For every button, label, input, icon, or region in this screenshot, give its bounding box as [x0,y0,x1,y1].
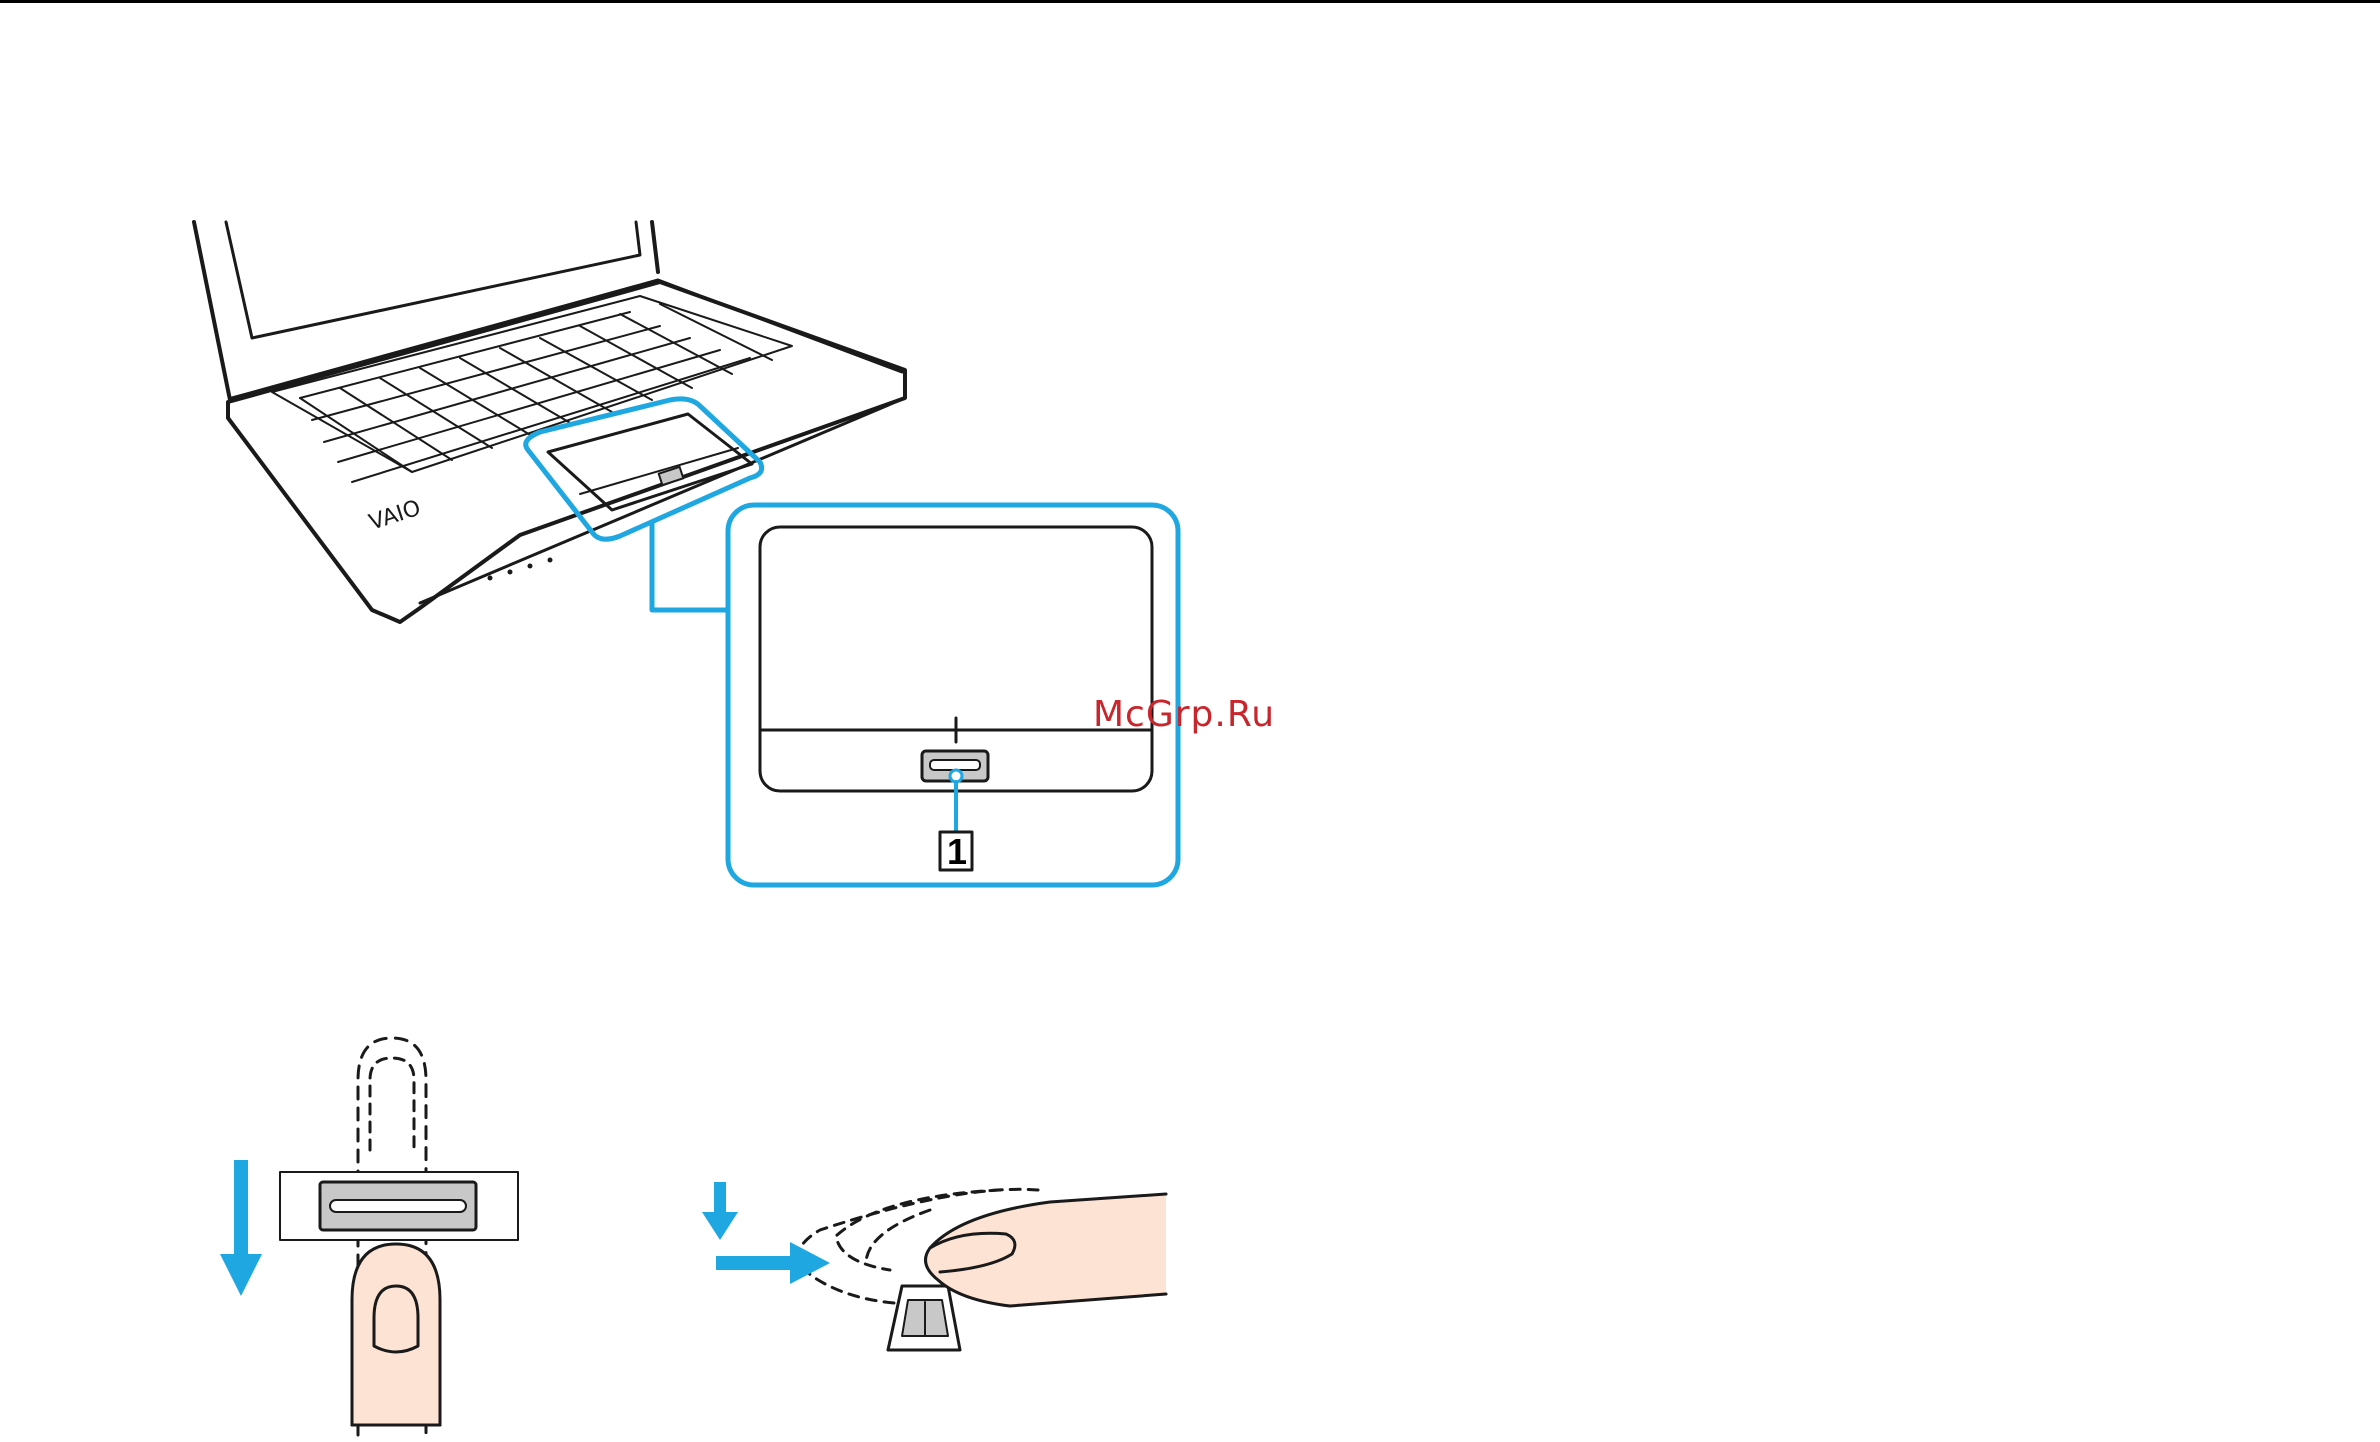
callout-1-label: 1 [942,834,972,870]
finger-swipe-side-view [702,1182,1166,1350]
down-arrow-icon [702,1182,738,1240]
watermark-text: McGrp.Ru [1093,694,1275,735]
down-arrow-icon [220,1160,262,1296]
finger-swipe-front-view [220,1038,518,1435]
right-arrow-icon [716,1242,830,1284]
